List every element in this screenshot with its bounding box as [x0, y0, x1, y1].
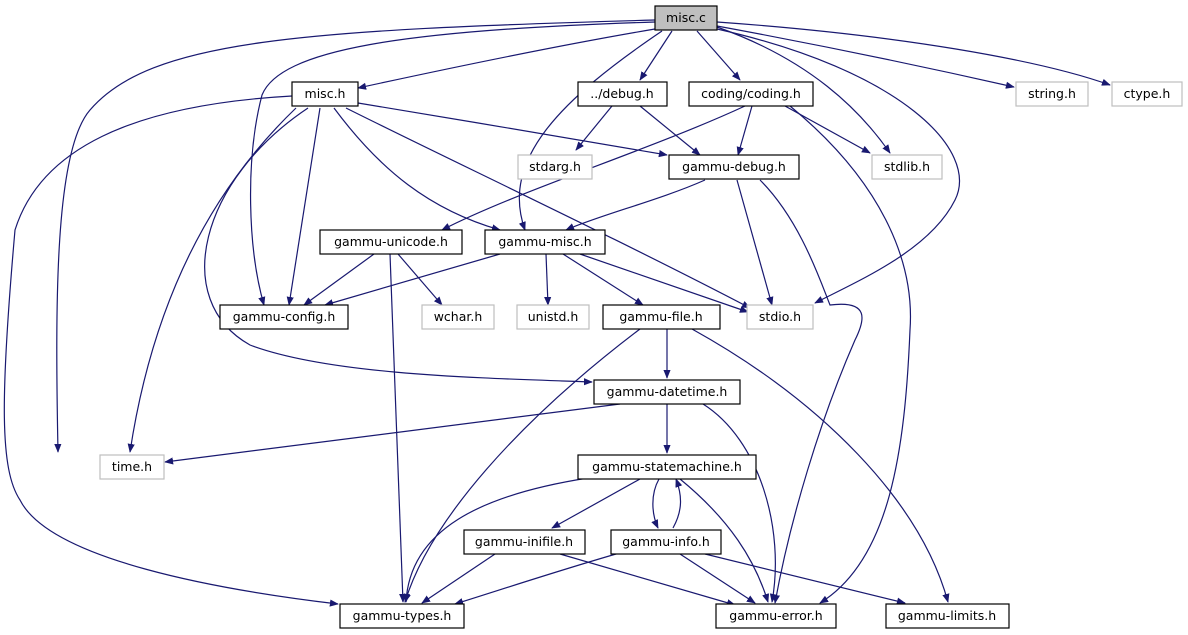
node-string-h[interactable]: string.h [1015, 81, 1089, 107]
edge-gammu-statemachine-h-to-gammu-types-h [402, 477, 589, 603]
edge-misc-c-to-string-h [716, 25, 1015, 89]
node-gammu-types-h-label: gammu-types.h [353, 608, 452, 623]
node-gammu-datetime-h[interactable]: gammu-datetime.h [593, 379, 741, 405]
edge-misc-c-to-debug-h [639, 30, 673, 81]
node-stdlib-h-label: stdlib.h [884, 159, 930, 174]
edge-gammu-datetime-h-to-gammu-error-h [702, 403, 777, 603]
node-gammu-file-h-label: gammu-file.h [619, 309, 702, 324]
edge-misc-c-to-misc-h [357, 28, 656, 90]
edge-gammu-misc-h-to-gammu-config-h [324, 253, 501, 307]
edge-gammu-debug-h-to-gammu-error-h [759, 179, 863, 604]
node-misc-h[interactable]: misc.h [291, 81, 359, 107]
node-debug-h-label: ../debug.h [590, 86, 653, 101]
node-string-h-label: string.h [1028, 86, 1076, 101]
node-coding-h[interactable]: coding/coding.h [688, 81, 814, 107]
edge-gammu-misc-h-to-unistd-h [544, 253, 552, 306]
edge-debug-h-to-stdarg-h [575, 105, 613, 151]
node-gammu-config-h[interactable]: gammu-config.h [219, 304, 349, 330]
edge-misc-h-to-stdio-h [345, 107, 751, 309]
node-gammu-error-h-label: gammu-error.h [729, 608, 822, 623]
node-time-h-label: time.h [112, 459, 152, 474]
edge-gammu-statemachine-h-to-gammu-error-h [679, 478, 770, 603]
node-ctype-h[interactable]: ctype.h [1111, 81, 1183, 107]
edge-gammu-inifile-h-to-gammu-error-h [559, 553, 736, 607]
node-wchar-h[interactable]: wchar.h [421, 304, 495, 330]
edge-gammu-info-h-to-gammu-limits-h [704, 553, 906, 605]
edge-gammu-unicode-h-to-gammu-types-h [389, 253, 407, 603]
node-gammu-unicode-h-label: gammu-unicode.h [334, 234, 448, 249]
node-gammu-debug-h[interactable]: gammu-debug.h [668, 154, 800, 180]
node-misc-c[interactable]: misc.c [654, 5, 718, 31]
node-unistd-h[interactable]: unistd.h [516, 304, 590, 330]
node-gammu-datetime-h-label: gammu-datetime.h [607, 384, 728, 399]
edge-misc-c-to-coding-h [696, 30, 741, 81]
edge-gammu-inifile-h-to-gammu-types-h [421, 553, 496, 604]
edge-gammu-info-h-to-gammu-types-h [454, 551, 624, 606]
node-gammu-inifile-h[interactable]: gammu-inifile.h [463, 529, 586, 555]
node-debug-h[interactable]: ../debug.h [577, 81, 668, 107]
edge-gammu-datetime-h-to-time-h [164, 403, 621, 465]
edge-debug-h-to-gammu-debug-h [639, 105, 701, 156]
edge-gammu-unicode-h-to-wchar-h [397, 253, 443, 306]
node-gammu-error-h[interactable]: gammu-error.h [715, 603, 837, 629]
edge-gammu-debug-h-to-gammu-misc-h [565, 179, 706, 231]
edge-gammu-statemachine-h-to-gammu-info-h [651, 478, 660, 529]
node-gammu-limits-h-label: gammu-limits.h [898, 608, 996, 623]
node-gammu-info-h[interactable]: gammu-info.h [610, 529, 722, 555]
node-coding-h-label: coding/coding.h [701, 86, 801, 101]
node-stdio-h-label: stdio.h [759, 309, 801, 324]
edge-misc-c-to-stdio-h [716, 28, 961, 304]
edge-gammu-debug-h-to-stdio-h [736, 179, 774, 306]
node-gammu-file-h[interactable]: gammu-file.h [602, 304, 721, 330]
nodes: misc.c misc.h ../debug.h coding/coding.h… [99, 5, 1183, 629]
edge-misc-h-to-gammu-misc-h [333, 107, 501, 232]
edge-misc-c-to-stdlib-h [716, 26, 891, 154]
node-gammu-statemachine-h-label: gammu-statemachine.h [592, 459, 742, 474]
edge-misc-c-to-ctype-h [716, 21, 1111, 86]
edge-misc-h-to-gammu-datetime-h [204, 107, 593, 386]
edge-gammu-file-h-to-gammu-types-h [403, 328, 641, 603]
node-gammu-statemachine-h[interactable]: gammu-statemachine.h [577, 454, 757, 480]
edge-misc-h-to-gammu-debug-h [357, 102, 668, 158]
node-stdlib-h[interactable]: stdlib.h [871, 154, 943, 180]
edge-gammu-unicode-h-to-gammu-config-h [303, 253, 375, 306]
node-stdio-h[interactable]: stdio.h [746, 304, 814, 330]
edges [3, 19, 1111, 607]
node-ctype-h-label: ctype.h [1124, 86, 1171, 101]
edge-coding-h-to-gammu-debug-h [736, 105, 753, 156]
edge-gammu-file-h-to-gammu-limits-h [691, 328, 950, 603]
edge-misc-h-to-gammu-config-h [286, 107, 321, 306]
node-gammu-debug-h-label: gammu-debug.h [682, 159, 786, 174]
edge-gammu-info-h-to-gammu-statemachine-h [672, 478, 683, 529]
node-unistd-h-label: unistd.h [528, 309, 579, 324]
node-misc-c-label: misc.c [666, 10, 706, 25]
edge-misc-c-to-time-h [54, 19, 656, 453]
node-gammu-misc-h[interactable]: gammu-misc.h [484, 229, 606, 255]
node-gammu-limits-h[interactable]: gammu-limits.h [885, 603, 1010, 629]
edge-misc-c-to-gammu-misc-h [518, 30, 663, 231]
node-gammu-misc-h-label: gammu-misc.h [498, 234, 591, 249]
node-gammu-inifile-h-label: gammu-inifile.h [475, 534, 573, 549]
edge-gammu-misc-h-to-stdio-h [579, 253, 749, 313]
edge-gammu-info-h-to-gammu-error-h [679, 553, 756, 604]
edge-gammu-misc-h-to-gammu-file-h [562, 253, 644, 306]
node-misc-h-label: misc.h [305, 86, 346, 101]
node-stdarg-h-label: stdarg.h [529, 159, 581, 174]
node-gammu-config-h-label: gammu-config.h [233, 309, 336, 324]
edge-gammu-statemachine-h-to-gammu-inifile-h [551, 478, 641, 529]
edge-misc-h-to-gammu-types-h [3, 95, 339, 607]
node-stdarg-h[interactable]: stdarg.h [517, 154, 593, 180]
edge-misc-c-to-gammu-config-h [249, 21, 656, 306]
node-gammu-info-h-label: gammu-info.h [622, 534, 710, 549]
edge-coding-h-to-gammu-error-h [789, 105, 912, 604]
node-time-h[interactable]: time.h [99, 454, 165, 480]
node-gammu-unicode-h[interactable]: gammu-unicode.h [319, 229, 463, 255]
edge-misc-h-to-time-h [127, 107, 297, 453]
node-wchar-h-label: wchar.h [434, 309, 483, 324]
node-gammu-types-h[interactable]: gammu-types.h [339, 603, 465, 629]
